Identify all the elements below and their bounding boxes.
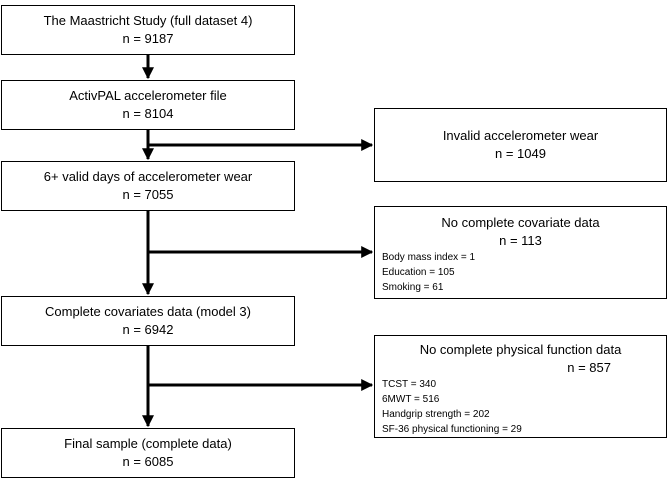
box-title: No complete covariate data [441,215,600,230]
box-full-dataset: The Maastricht Study (full dataset 4) n … [1,5,295,55]
detail-item: Handgrip strength = 202 [382,409,490,420]
detail-item: Smoking = 61 [382,282,444,293]
box-complete-covariates: Complete covariates data (model 3) n = 6… [1,296,295,346]
box-valid-days: 6+ valid days of accelerometer wear n = … [1,161,295,211]
box-count: n = 6085 [122,454,174,469]
box-count: n = 1049 [495,146,546,161]
box-activpal-file: ActivPAL accelerometer file n = 8104 [1,80,295,130]
detail-item: SF-36 physical functioning = 29 [382,424,522,435]
detail-item: Body mass index = 1 [382,252,476,263]
box-count: n = 857 [567,360,611,375]
box-count: n = 7055 [122,187,174,202]
box-title: 6+ valid days of accelerometer wear [43,169,253,184]
box-count: n = 6942 [122,322,174,337]
box-excl-invalid-wear: Invalid accelerometer wear n = 1049 [374,108,667,182]
box-final-sample: Final sample (complete data) n = 6085 [1,428,295,478]
box-title: Complete covariates data (model 3) [45,304,251,319]
box-title: ActivPAL accelerometer file [69,88,227,103]
detail-item: 6MWT = 516 [382,394,440,405]
box-excl-physical-function: No complete physical function data n = 8… [374,335,667,438]
box-count: n = 8104 [122,106,174,121]
box-count: n = 113 [499,233,542,248]
box-title: Final sample (complete data) [64,436,232,451]
box-excl-covariates: No complete covariate data n = 113 Body … [374,206,667,299]
box-title: The Maastricht Study (full dataset 4) [43,13,253,28]
box-title: No complete physical function data [419,342,622,357]
detail-item: Education = 105 [382,267,455,278]
detail-item: TCST = 340 [382,379,437,390]
box-count: n = 9187 [122,31,174,46]
box-title: Invalid accelerometer wear [442,128,599,143]
